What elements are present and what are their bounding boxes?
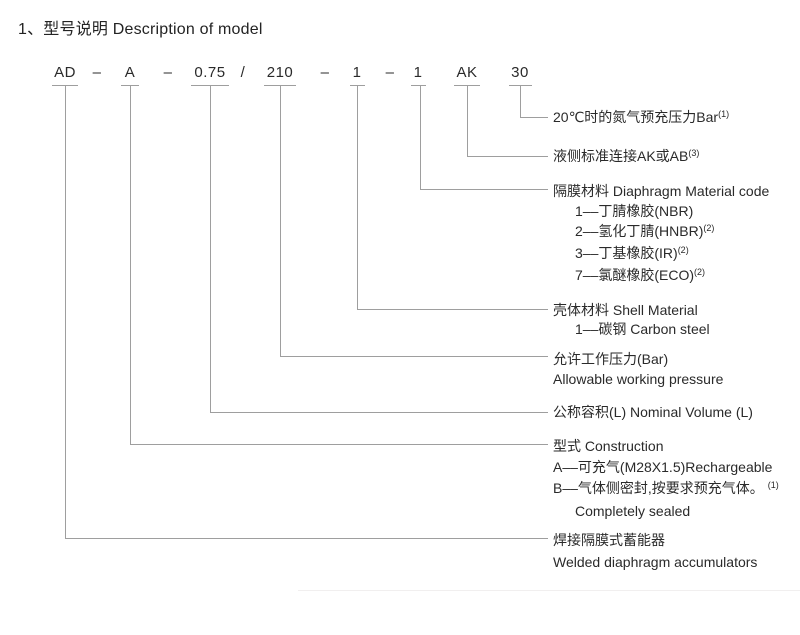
callout-line: 液侧标准连接AK或AB(3) xyxy=(553,148,700,164)
callout-diaphragm-material: 隔膜材料 Diaphragm Material code 1––丁腈橡胶(NBR… xyxy=(553,181,769,287)
model-segment-connection: AK xyxy=(456,64,478,81)
callout-line: B––气体侧密封,按要求预充气体。 (1) xyxy=(553,480,779,496)
footnote-superscript: (2) xyxy=(694,267,706,277)
model-segment-series: AD xyxy=(54,64,76,81)
connector-line-construction xyxy=(130,86,548,445)
page-title: 1、型号说明 Description of model xyxy=(18,21,263,38)
callout-working-pressure: 允许工作压力(Bar) Allowable working pressure xyxy=(553,349,723,389)
model-code-underline xyxy=(52,85,78,86)
callout-line: 1––丁腈橡胶(NBR) xyxy=(575,203,694,219)
footnote-superscript: (2) xyxy=(703,223,715,233)
model-segment-precharge: 30 xyxy=(511,64,529,81)
model-code-underline xyxy=(454,85,480,86)
model-segment-pressure: 210 xyxy=(266,64,294,81)
callout-heading: 型式 Construction xyxy=(553,438,664,454)
connector-line-diaphragm xyxy=(420,86,548,190)
callout-line: 7––氯醚橡胶(ECO)(2) xyxy=(575,267,706,283)
callout-construction: 型式 Construction A––可充气(M28X1.5)Rechargea… xyxy=(553,436,779,522)
callout-line: 3––丁基橡胶(IR)(2) xyxy=(575,245,689,261)
model-segment-separator: – xyxy=(163,64,173,81)
callout-line: Completely sealed xyxy=(575,503,691,519)
model-segment-diaphragm-code: 1 xyxy=(413,64,423,81)
footnote-superscript: (1) xyxy=(767,480,779,490)
callout-fluid-side-connection: 液侧标准连接AK或AB(3) xyxy=(553,148,699,167)
callout-gas-precharge-pressure: 20℃时的氮气预充压力Bar(1) xyxy=(553,109,729,128)
connector-line-precharge xyxy=(520,86,548,118)
callout-line: 2––氢化丁腈(HNBR)(2) xyxy=(575,223,715,239)
callout-shell-material: 壳体材料 Shell Material 1––碳钢 Carbon steel xyxy=(553,301,710,339)
callout-line: 焊接隔膜式蓄能器 xyxy=(553,532,665,548)
callout-line: Welded diaphragm accumulators xyxy=(553,554,758,570)
footnote-superscript: (3) xyxy=(688,148,700,158)
model-code-underline xyxy=(411,85,426,86)
model-segment-separator: – xyxy=(320,64,330,81)
footnote-superscript: (2) xyxy=(677,245,689,255)
callout-line: 20℃时的氮气预充压力Bar(1) xyxy=(553,109,730,125)
model-code-underline xyxy=(191,85,229,86)
connector-line-volume xyxy=(210,86,548,413)
page-edge-rule xyxy=(298,590,800,591)
model-segment-shell-material: 1 xyxy=(352,64,362,81)
model-code-underline xyxy=(350,85,365,86)
connector-line-pressure xyxy=(280,86,548,357)
connector-line-connection xyxy=(467,86,548,157)
model-code-underline xyxy=(264,85,296,86)
model-segment-slash: / xyxy=(240,64,246,81)
connector-line-shell xyxy=(357,86,548,310)
callout-line: 1––碳钢 Carbon steel xyxy=(575,321,710,337)
callout-heading: 壳体材料 Shell Material xyxy=(553,302,698,318)
model-segment-separator: – xyxy=(92,64,102,81)
callout-line: 允许工作压力(Bar) xyxy=(553,351,669,367)
connector-line-product xyxy=(65,86,548,539)
callout-line: 公称容积(L) Nominal Volume (L) xyxy=(553,404,753,420)
model-segment-separator: – xyxy=(385,64,395,81)
callout-line: A––可充气(M28X1.5)Rechargeable xyxy=(553,459,773,475)
model-segment-volume: 0.75 xyxy=(194,64,226,81)
model-code-underline xyxy=(121,85,139,86)
footnote-superscript: (1) xyxy=(718,109,730,119)
callout-product-type: 焊接隔膜式蓄能器 Welded diaphragm accumulators xyxy=(553,529,757,573)
callout-heading: 隔膜材料 Diaphragm Material code xyxy=(553,183,770,199)
model-code-underline xyxy=(509,85,532,86)
model-segment-construction: A xyxy=(124,64,136,81)
callout-line: Allowable working pressure xyxy=(553,371,724,387)
callout-nominal-volume: 公称容积(L) Nominal Volume (L) xyxy=(553,404,753,421)
